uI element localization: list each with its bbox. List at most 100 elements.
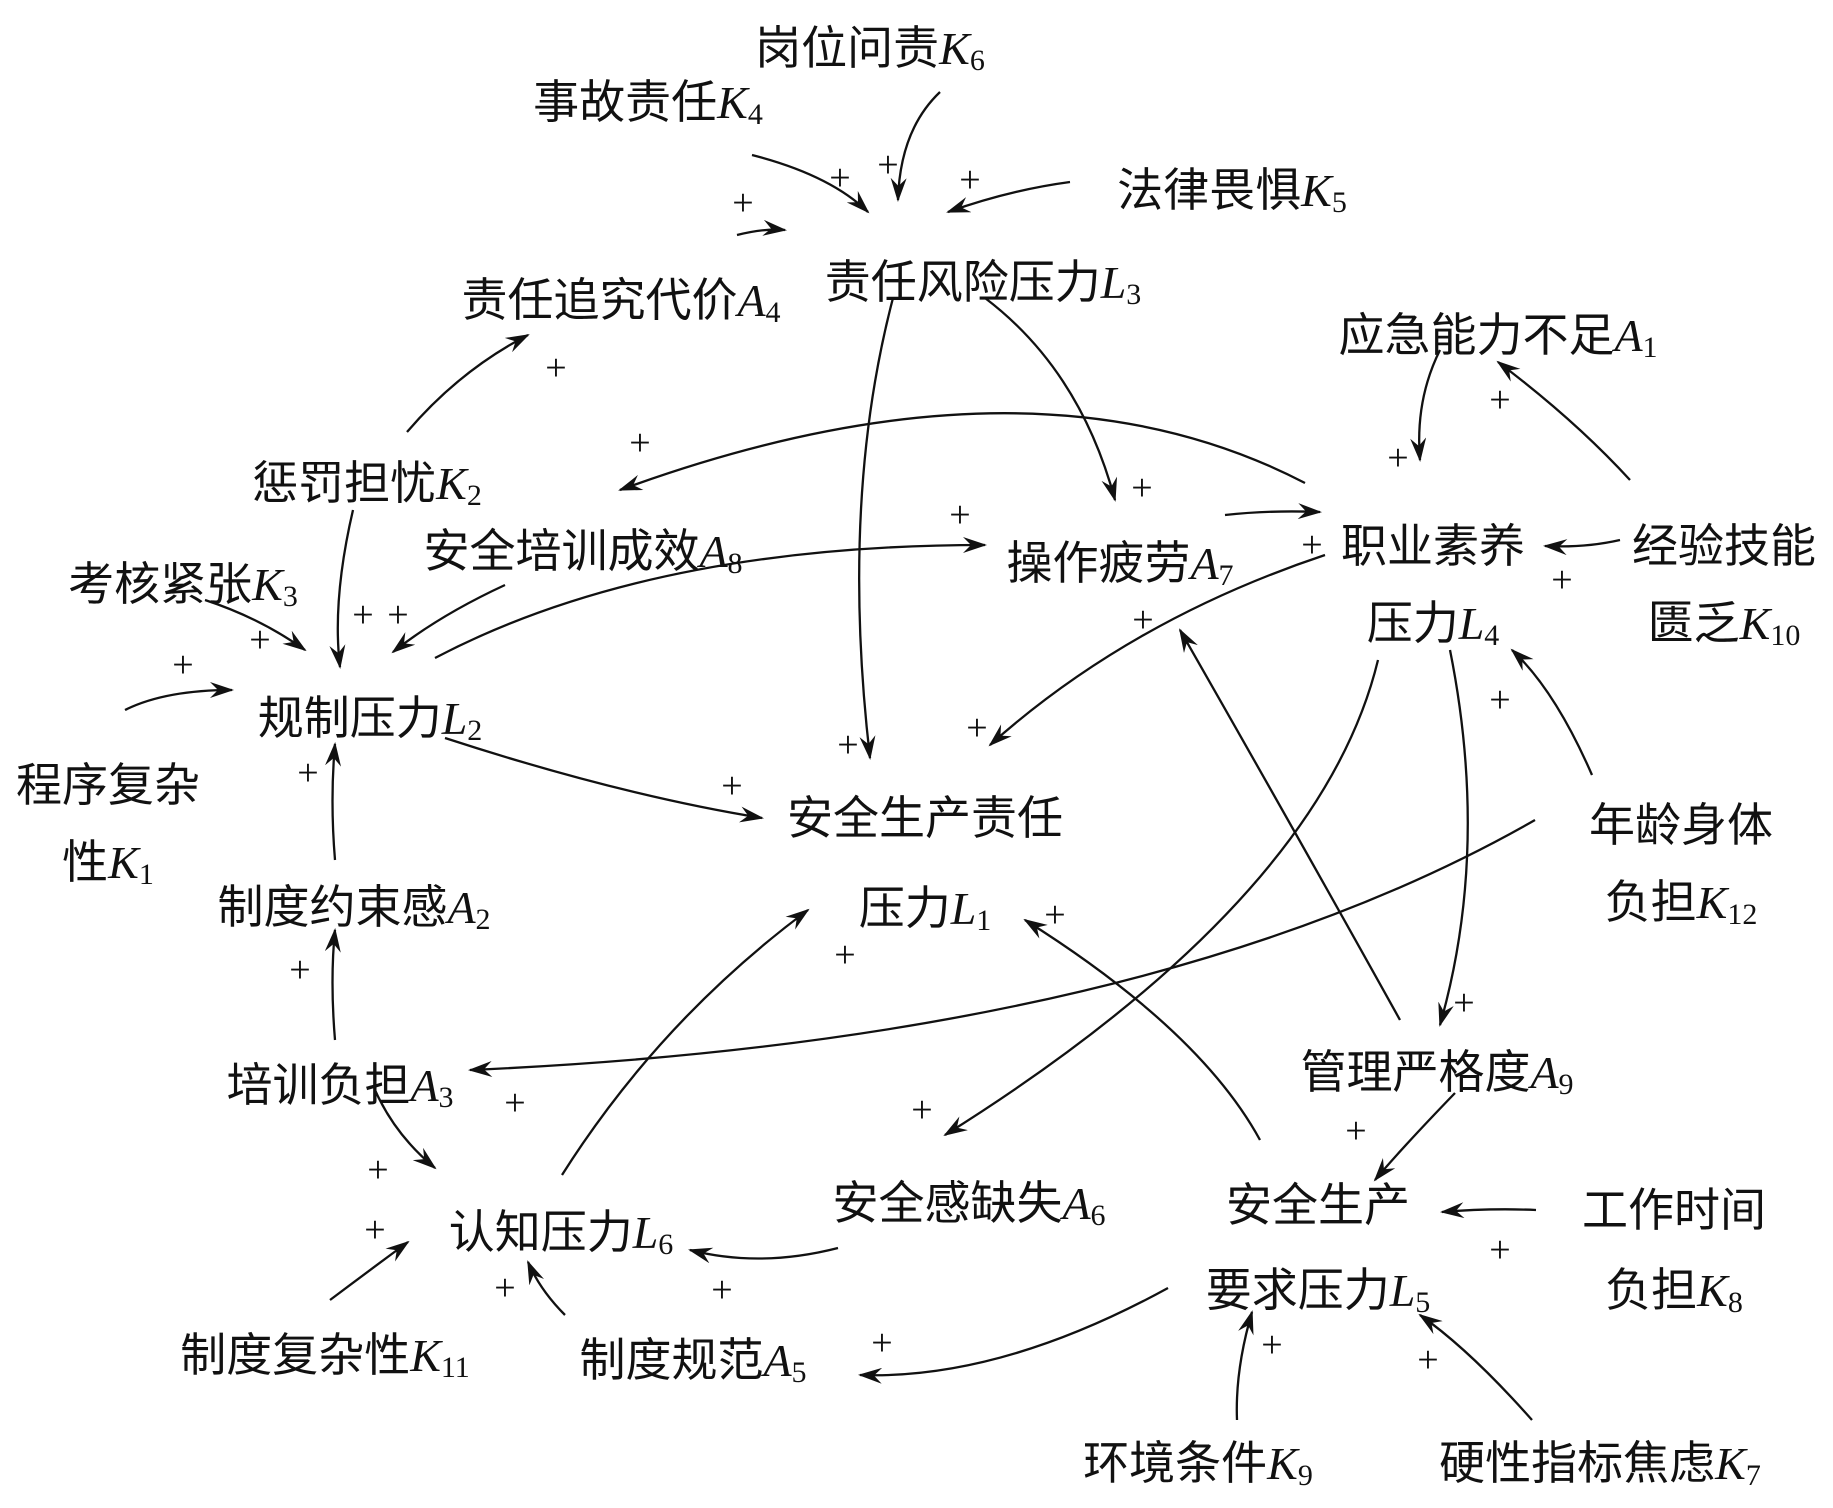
edge-sign-A3-to-L6: + [367, 1149, 388, 1191]
node-A9: 管理严格度A9 [1300, 1045, 1573, 1101]
edge-sign-L6-to-L1: + [834, 934, 855, 976]
edge-sign-L4-to-L1: + [966, 707, 987, 749]
node-text: 责任风险压力 [825, 255, 1101, 309]
node-label-K10-line-2: 匮乏K10 [1648, 596, 1801, 652]
node-symbol: L [441, 693, 468, 744]
node-K6: 岗位问责K6 [755, 21, 985, 77]
node-subscript: 2 [476, 903, 491, 936]
edge-K6-to-L3 [890, 91, 941, 202]
node-A2: 制度约束感A2 [217, 880, 490, 936]
edge-sign-L4-to-A6: + [911, 1089, 932, 1131]
node-text: 法律畏惧 [1117, 163, 1301, 217]
node-text: 操作疲劳 [1006, 536, 1190, 590]
edge-K10-to-A1 [1496, 360, 1631, 481]
edge-sign-K8-to-L5: + [1489, 1229, 1510, 1271]
node-text: 硬性指标焦虑 [1439, 1436, 1715, 1490]
node-text: 年龄身体 [1589, 798, 1773, 852]
node-symbol: L [1458, 598, 1485, 649]
node-text: 规制压力 [258, 691, 442, 745]
node-subscript: 1 [139, 858, 154, 891]
node-K5: 法律畏惧K5 [1117, 163, 1347, 219]
node-text: 安全生产 [1226, 1178, 1410, 1232]
node-label-A9-line-1: 管理严格度A9 [1300, 1045, 1573, 1101]
node-A3: 培训负担A3 [226, 1058, 453, 1114]
edge-L4-to-A6 [943, 659, 1380, 1137]
node-symbol: L [632, 1207, 659, 1258]
edge-K12-to-A3 [468, 819, 1536, 1078]
node-label-K4-line-1: 事故责任K4 [533, 75, 763, 131]
node-K7: 硬性指标焦虑K7 [1439, 1436, 1761, 1492]
node-symbol: L [950, 883, 977, 934]
node-subscript: 7 [1219, 559, 1234, 592]
node-symbol: K [251, 559, 285, 610]
edge-sign-L5-to-A5: + [871, 1322, 892, 1364]
edge-sign-A2-to-L2: + [297, 752, 318, 794]
node-symbol: K [1266, 1438, 1300, 1489]
node-text: 责任追究代价 [461, 273, 737, 327]
node-K2: 惩罚担忧K2 [252, 456, 482, 512]
edge-L2-to-A7 [434, 537, 987, 660]
edge-sign-A9-to-A7: + [1132, 599, 1153, 641]
node-label-A4-line-1: 责任追究代价A4 [461, 273, 780, 329]
edge-L3-to-A7 [984, 297, 1117, 502]
node-text: 制度复杂性 [180, 1328, 410, 1382]
edge-sign-K2-to-L2: + [352, 594, 373, 636]
edge-sign-K12-to-L4: + [1489, 679, 1510, 721]
edge-sign-L3-to-L1: + [837, 724, 858, 766]
edge-sign-K1-to-L2: + [172, 644, 193, 686]
node-subscript: 5 [792, 1356, 807, 1389]
node-A7: 操作疲劳A7 [1006, 536, 1233, 592]
edge-sign-K2-to-A4: + [545, 347, 566, 389]
edge-sign-A1-to-L4: + [1387, 437, 1408, 479]
node-subscript: 6 [1091, 1199, 1106, 1232]
node-label-K7-line-1: 硬性指标焦虑K7 [1439, 1436, 1761, 1492]
node-subscript: 10 [1770, 619, 1800, 652]
node-text: 安全感缺失 [832, 1176, 1062, 1230]
node-label-L4-line-1: 职业素养 [1341, 519, 1525, 573]
node-symbol: A [407, 1060, 439, 1111]
node-subscript: 5 [1332, 186, 1347, 219]
node-symbol: A [1527, 1047, 1559, 1098]
node-subscript: 1 [1643, 331, 1658, 364]
node-symbol: K [1696, 877, 1730, 928]
node-subscript: 8 [1728, 1286, 1743, 1319]
signs-layer: +++++++++++++++++++++++++++++++++++++ [172, 144, 1572, 1381]
edge-sign-K7-to-L5: + [1417, 1339, 1438, 1381]
node-label-L3-line-1: 责任风险压力L3 [825, 255, 1142, 311]
node-label-A7-line-1: 操作疲劳A7 [1006, 536, 1233, 592]
node-L3: 责任风险压力L3 [825, 255, 1142, 311]
edge-sign-A9-to-L5: + [1345, 1110, 1366, 1152]
node-subscript: 7 [1746, 1459, 1761, 1492]
node-label-K11-line-1: 制度复杂性K11 [180, 1328, 470, 1384]
node-symbol: A [1611, 310, 1643, 361]
edge-A7-to-L4 [1224, 503, 1322, 520]
edge-K1-to-L2 [124, 682, 234, 712]
node-subscript: 9 [1559, 1068, 1574, 1101]
node-text: 压力 [859, 881, 951, 935]
node-text: 事故责任 [533, 75, 717, 129]
node-symbol: A [1059, 1178, 1091, 1229]
node-subscript: 4 [1484, 619, 1499, 652]
edge-K4-to-L3 [751, 153, 870, 214]
node-A4: 责任追究代价A4 [461, 273, 780, 329]
node-label-L4-line-2: 压力L4 [1367, 596, 1500, 652]
node-subscript: 6 [970, 44, 985, 77]
node-symbol: K [1714, 1438, 1748, 1489]
node-symbol: L [1100, 257, 1127, 308]
edge-L2-to-L1 [444, 736, 764, 823]
node-text: 程序复杂 [16, 758, 200, 812]
node-text: 负担 [1605, 875, 1697, 929]
edge-K12-to-L4 [1510, 648, 1594, 776]
node-symbol: K [107, 837, 141, 888]
edge-L6-to-L1 [561, 908, 810, 1176]
node-L2: 规制压力L2 [258, 691, 483, 747]
edge-sign-L3-to-A7: + [1131, 467, 1152, 509]
node-symbol: A [696, 526, 728, 577]
node-subscript: 9 [1298, 1459, 1313, 1492]
node-K4: 事故责任K4 [533, 75, 763, 131]
